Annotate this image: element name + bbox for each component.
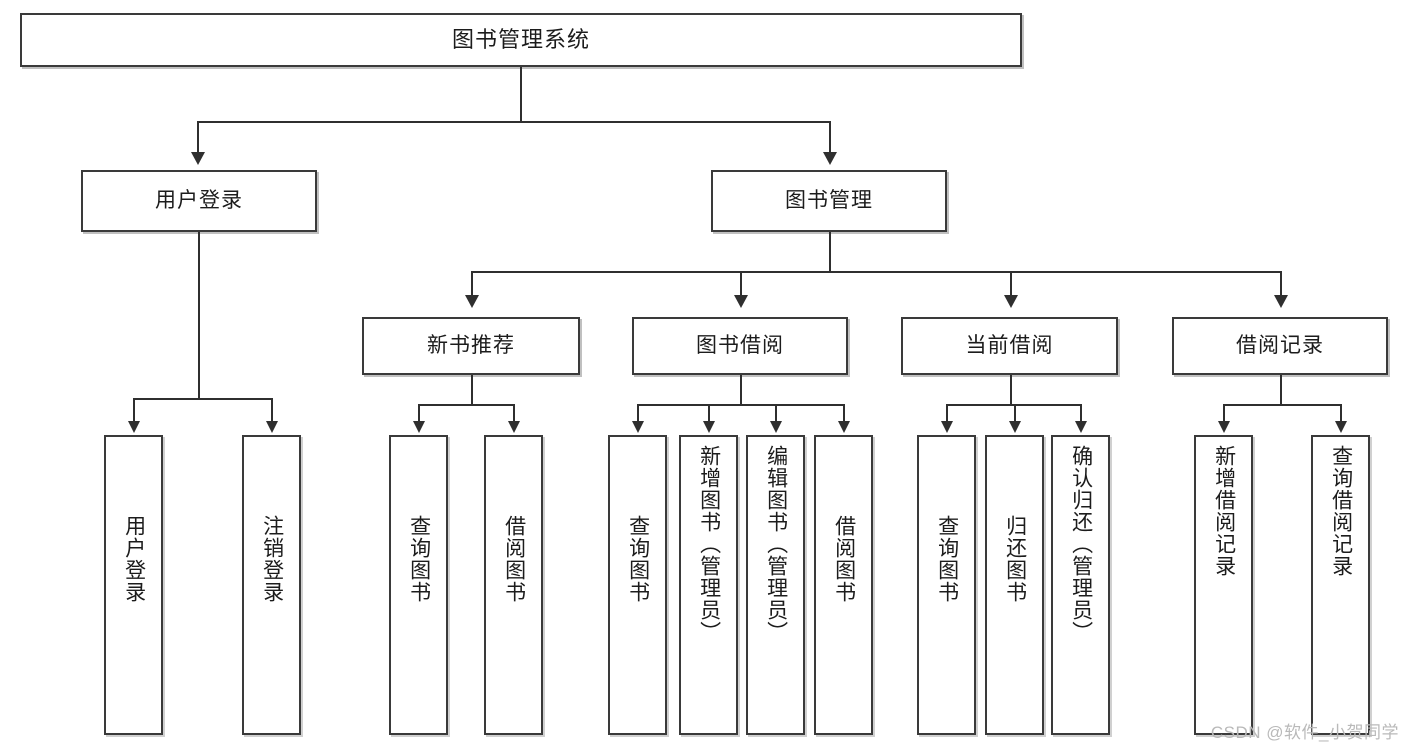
connector-book-borrow-c1	[637, 404, 639, 422]
leaf-label: 查询图书	[407, 515, 431, 603]
node-label: 当前借阅	[965, 334, 1054, 358]
connector-book-borrow-c4	[843, 404, 845, 422]
node-user-login[interactable]: 用户登录	[81, 170, 317, 232]
connector-new-book-c1	[418, 404, 420, 422]
connector-user-login-left	[133, 398, 135, 422]
arrow-to-leaf-query-record	[1335, 421, 1347, 433]
arrow-to-leaf-borrow-book-2	[838, 421, 850, 433]
arrow-to-user-login	[191, 152, 205, 165]
connector-user-login-bus	[133, 398, 271, 400]
leaf-confirm-return-admin[interactable]: 确认归还（管理员）	[1051, 435, 1110, 735]
arrow-to-book-management	[823, 152, 837, 165]
node-label: 图书管理	[785, 189, 873, 213]
arrow-to-leaf-confirm-return	[1075, 421, 1087, 433]
arrow-to-leaf-logout	[266, 421, 278, 433]
leaf-label: 查询图书	[935, 515, 959, 603]
leaf-borrow-book[interactable]: 借阅图书	[814, 435, 873, 735]
leaf-label: 注销登录	[260, 515, 284, 603]
arrow-to-leaf-add-book	[703, 421, 715, 433]
leaf-logout[interactable]: 注销登录	[242, 435, 301, 735]
connector-current-borrow-c2	[1014, 404, 1016, 422]
connector-book-borrow-c2	[708, 404, 710, 422]
arrow-to-leaf-query-book-1	[413, 421, 425, 433]
node-label: 图书管理系统	[451, 26, 590, 52]
connector-borrow-record-bus	[1223, 404, 1341, 406]
connector-new-book-bus	[418, 404, 514, 406]
node-label: 新书推荐	[427, 334, 515, 358]
arrow-to-leaf-query-book-2	[632, 421, 644, 433]
connector-new-book-stem	[471, 375, 473, 405]
connector-current-borrow-stem	[1010, 375, 1012, 405]
connector-book-borrow-c3	[775, 404, 777, 422]
node-root-book-management-system[interactable]: 图书管理系统	[20, 13, 1022, 67]
connector-borrow-record-c2	[1340, 404, 1342, 422]
leaf-label: 编辑图书（管理员）	[764, 445, 788, 643]
arrow-to-leaf-user-login	[128, 421, 140, 433]
arrow-to-leaf-add-record	[1218, 421, 1230, 433]
arrow-to-new-book-recommend	[465, 295, 479, 308]
connector-user-login-stem	[198, 232, 200, 399]
leaf-label: 用户登录	[122, 515, 146, 603]
leaf-query-book-borrow[interactable]: 查询图书	[608, 435, 667, 735]
connector-current-borrow-bus	[946, 404, 1080, 406]
arrow-to-leaf-borrow-book-1	[508, 421, 520, 433]
connector-borrow-record-stem	[1280, 375, 1282, 405]
connector-to-book-borrow	[740, 271, 742, 296]
leaf-label: 确认归还（管理员）	[1069, 445, 1093, 643]
arrow-to-current-borrow	[1004, 295, 1018, 308]
node-book-management[interactable]: 图书管理	[711, 170, 947, 232]
leaf-query-book-recommend[interactable]: 查询图书	[389, 435, 448, 735]
node-borrow-record[interactable]: 借阅记录	[1172, 317, 1388, 375]
leaf-edit-book-admin[interactable]: 编辑图书（管理员）	[746, 435, 805, 735]
connector-book-borrow-stem	[740, 375, 742, 405]
arrow-to-borrow-record	[1274, 295, 1288, 308]
leaf-borrow-book-recommend[interactable]: 借阅图书	[484, 435, 543, 735]
connector-to-current-borrow	[1010, 271, 1012, 296]
leaf-query-borrow-record[interactable]: 查询借阅记录	[1311, 435, 1370, 735]
connector-to-new-book	[471, 271, 473, 296]
connector-level3-bus	[471, 271, 1281, 273]
connector-root-bus	[197, 121, 831, 123]
node-current-borrow[interactable]: 当前借阅	[901, 317, 1118, 375]
leaf-label: 借阅图书	[502, 515, 526, 603]
connector-root-to-book-management	[829, 121, 831, 153]
leaf-add-book-admin[interactable]: 新增图书（管理员）	[679, 435, 738, 735]
connector-new-book-c2	[513, 404, 515, 422]
connector-root-stem	[520, 67, 522, 122]
connector-root-to-user-login	[197, 121, 199, 153]
leaf-label: 新增图书（管理员）	[697, 445, 721, 643]
connector-borrow-record-c1	[1223, 404, 1225, 422]
connector-book-management-stem	[829, 232, 831, 272]
connector-book-borrow-bus	[637, 404, 844, 406]
arrow-to-leaf-return-book	[1009, 421, 1021, 433]
node-book-borrow[interactable]: 图书借阅	[632, 317, 848, 375]
leaf-user-login[interactable]: 用户登录	[104, 435, 163, 735]
connector-current-borrow-c3	[1080, 404, 1082, 422]
connector-current-borrow-c1	[946, 404, 948, 422]
leaf-label: 借阅图书	[832, 515, 856, 603]
connector-to-borrow-record	[1280, 271, 1282, 296]
leaf-add-borrow-record[interactable]: 新增借阅记录	[1194, 435, 1253, 735]
arrow-to-book-borrow	[734, 295, 748, 308]
node-label: 借阅记录	[1236, 334, 1324, 358]
leaf-label: 归还图书	[1003, 515, 1027, 603]
leaf-label: 新增借阅记录	[1212, 445, 1236, 577]
arrow-to-leaf-edit-book	[770, 421, 782, 433]
leaf-query-book-current[interactable]: 查询图书	[917, 435, 976, 735]
connector-user-login-right	[271, 398, 273, 422]
node-new-book-recommend[interactable]: 新书推荐	[362, 317, 580, 375]
watermark-text: CSDN @软件_小贺同学	[1210, 723, 1399, 742]
node-label: 用户登录	[155, 189, 243, 213]
node-label: 图书借阅	[696, 334, 784, 358]
leaf-label: 查询图书	[626, 515, 650, 603]
leaf-label: 查询借阅记录	[1329, 445, 1353, 577]
arrow-to-leaf-query-book-3	[941, 421, 953, 433]
leaf-return-book[interactable]: 归还图书	[985, 435, 1044, 735]
